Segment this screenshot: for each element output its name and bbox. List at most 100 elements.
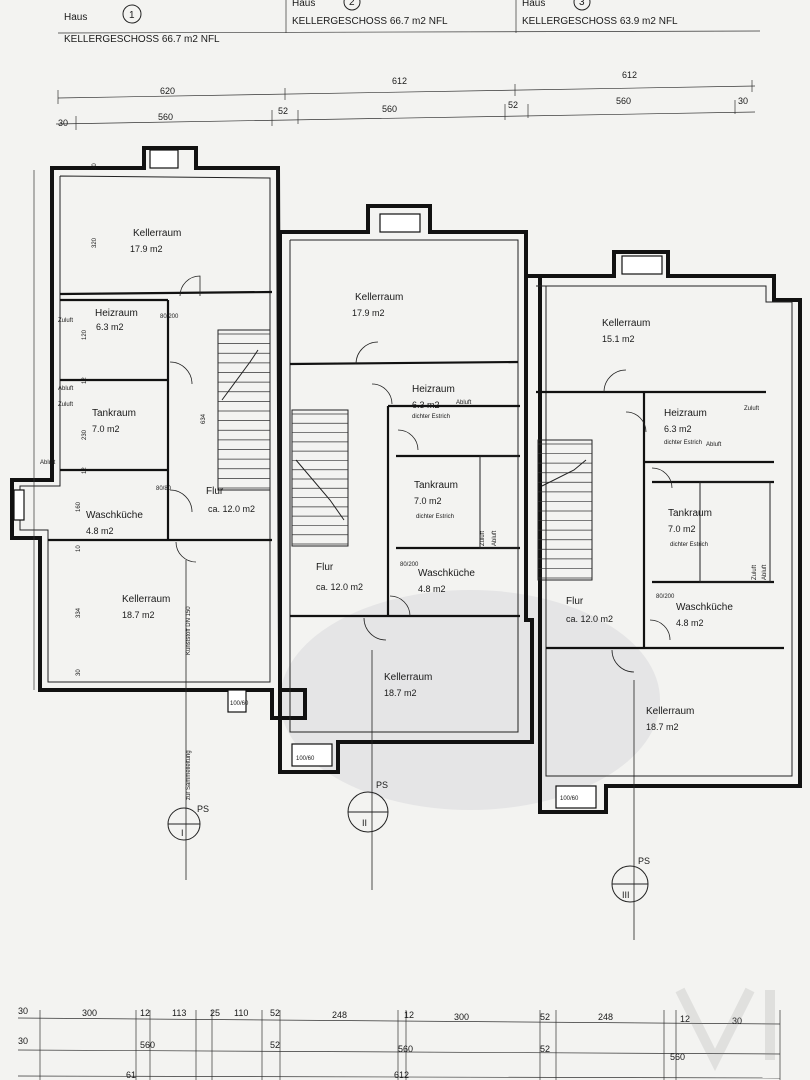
haus1-door-wasch	[169, 489, 193, 513]
haus3-plan: Kellerraum 15.1 m2 Heizraum 6.3 m2 dicht…	[526, 250, 802, 940]
haus1-ps-label: PS	[197, 804, 209, 814]
haus1-note-sammelleitung: zur Sammelleitung	[186, 750, 192, 800]
haus2-plan: Kellerraum 17.9 m2 Heizraum 6.3 m2 dicht…	[278, 204, 534, 890]
haus1-room-flur: Flur	[206, 486, 224, 497]
haus1-ps-number: I	[181, 828, 184, 838]
haus2-note-abluft-1: Abluft	[456, 400, 472, 406]
haus1-opening-3: 100/60	[230, 701, 249, 707]
haus3-area-tankraum: 7.0 m2	[668, 524, 696, 534]
haus2-door-tank	[397, 429, 419, 451]
haus3-door-tank	[651, 467, 673, 489]
haus3-opening-1: 80/200	[656, 594, 675, 600]
haus3-ps-label: PS	[638, 856, 650, 866]
haus1-dim-side-1: 30	[92, 163, 98, 170]
haus2-note-zuluft: Zuluft	[480, 531, 486, 546]
haus2-ps-number: II	[362, 818, 367, 828]
haus2-stairs	[291, 409, 349, 547]
haus1-window-wash	[13, 489, 25, 521]
dim-bottom-5: 25	[210, 1008, 220, 1018]
dim-bottom-6: 110	[234, 1008, 248, 1018]
haus1-window-top	[149, 149, 179, 169]
haus3-door-keller2	[611, 649, 635, 673]
haus3-tank-box	[699, 481, 771, 583]
haus2-note-estrich-1: dichter Estrich	[412, 414, 450, 420]
dim-bottom-9: 12	[404, 1010, 414, 1020]
haus2-opening-2: 100/60	[296, 756, 315, 762]
haus2-area-flur: ca. 12.0 m2	[316, 582, 363, 592]
haus1-subtitle: KELLERGESCHOSS 66.7 m2 NFL	[64, 34, 220, 45]
dim-bottom-10: 300	[454, 1012, 469, 1022]
haus3-door-heiz	[625, 411, 647, 433]
dim-top-total-3: 612	[622, 70, 637, 80]
haus1-dim-side-9: 334	[76, 607, 82, 618]
haus2-number: 2	[349, 0, 355, 8]
haus1-area-heizraum: 6.3 m2	[96, 322, 124, 332]
haus1-door-keller2	[175, 541, 197, 563]
haus3-room-kellerraum-2: Kellerraum	[646, 706, 694, 717]
haus2-subtitle: KELLERGESCHOSS 66.7 m2 NFL	[292, 16, 448, 27]
haus3-subtitle: KELLERGESCHOSS 63.9 m2 NFL	[522, 16, 678, 27]
dim-bottom-8: 248	[332, 1010, 347, 1020]
haus3-room-heizraum: Heizraum	[664, 408, 707, 419]
haus3-room-waschkueche: Waschküche	[676, 602, 733, 613]
haus1-note-zuluft-2: Zuluft	[58, 402, 73, 408]
haus1-room-tankraum: Tankraum	[92, 408, 136, 419]
haus2-area-kellerraum-1: 17.9 m2	[352, 308, 385, 318]
haus1-door-heiz	[169, 361, 193, 385]
haus1-dim-side-5: 230	[82, 429, 88, 440]
haus2-opening-1: 80/200	[400, 562, 419, 568]
haus1-door-keller	[179, 275, 201, 297]
haus3-note-abluft-2: Abluft	[762, 564, 768, 580]
dim-bottom-11: 52	[540, 1012, 550, 1022]
haus3-note-estrich-2: dichter Estrich	[670, 542, 708, 548]
dim-top-detail-7: 30	[738, 96, 748, 106]
haus1-area-kellerraum-2: 18.7 m2	[122, 610, 155, 620]
dim-top-detail-1: 30	[58, 118, 68, 128]
haus1-note-abluft-1: Abluft	[58, 386, 74, 392]
haus1-note-abluft-2: Abluft	[40, 460, 56, 466]
dim-bottom-13: 12	[680, 1014, 690, 1024]
dim-bottom-mid-3: 52	[270, 1040, 280, 1050]
haus1-number-circle	[122, 4, 142, 24]
haus3-note-estrich-1: dichter Estrich	[664, 440, 702, 446]
dim-bottom-3: 12	[140, 1008, 150, 1018]
haus1-area-tankraum: 7.0 m2	[92, 424, 120, 434]
haus2-room-tankraum: Tankraum	[414, 480, 458, 491]
dim-bottom-mid-4: 560	[398, 1044, 413, 1054]
haus1-dim-side-4: 12	[82, 377, 88, 384]
dim-top-detail-3: 52	[278, 106, 288, 116]
haus3-area-flur: ca. 12.0 m2	[566, 614, 613, 624]
dim-top-detail-2: 560	[158, 112, 173, 122]
dim-bottom-7: 52	[270, 1008, 280, 1018]
dim-top-detail-5: 52	[508, 100, 518, 110]
haus1-note-zuluft-1: Zuluft	[58, 318, 73, 324]
dim-bottom-mid-1: 30	[18, 1036, 28, 1046]
haus2-window-top	[379, 213, 421, 233]
watermark-logo	[675, 987, 775, 1072]
bottom-dimensions: 30 300 12 113 25 110 52 248 12 300 52 24…	[17, 1006, 781, 1080]
haus1-room-kellerraum-1: Kellerraum	[133, 228, 181, 239]
haus1-room-heizraum: Heizraum	[95, 308, 138, 319]
dim-bottom-2: 300	[82, 1008, 97, 1018]
haus1-opening-2: 80/200	[160, 314, 179, 320]
haus1-dim-side-6: 12	[82, 467, 88, 474]
photo-shadow	[280, 590, 660, 810]
haus1-room-waschkueche: Waschküche	[86, 510, 143, 521]
haus1-dim-side-10: 30	[76, 669, 82, 676]
haus1-area-flur: ca. 12.0 m2	[208, 504, 255, 514]
haus2-area-tankraum: 7.0 m2	[414, 496, 442, 506]
haus2-title: Haus	[292, 0, 315, 9]
dim-bottom-4: 113	[172, 1008, 186, 1018]
haus1-room-kellerraum-2: Kellerraum	[122, 594, 170, 605]
haus3-room-kellerraum-1: Kellerraum	[602, 318, 650, 329]
haus2-note-estrich-2: dichter Estrich	[416, 514, 454, 520]
haus2-number-circle	[343, 0, 361, 11]
haus2-window-bottom	[291, 743, 333, 767]
dim-bottom-mid-5: 52	[540, 1044, 550, 1054]
dim-bottom-total-1: 61	[126, 1070, 136, 1080]
haus3-note-abluft-1: Abluft	[706, 442, 722, 448]
haus3-door-keller	[603, 369, 627, 393]
haus3-note-zuluft-2: Zuluft	[752, 565, 758, 580]
haus3-window-bottom	[555, 785, 597, 809]
